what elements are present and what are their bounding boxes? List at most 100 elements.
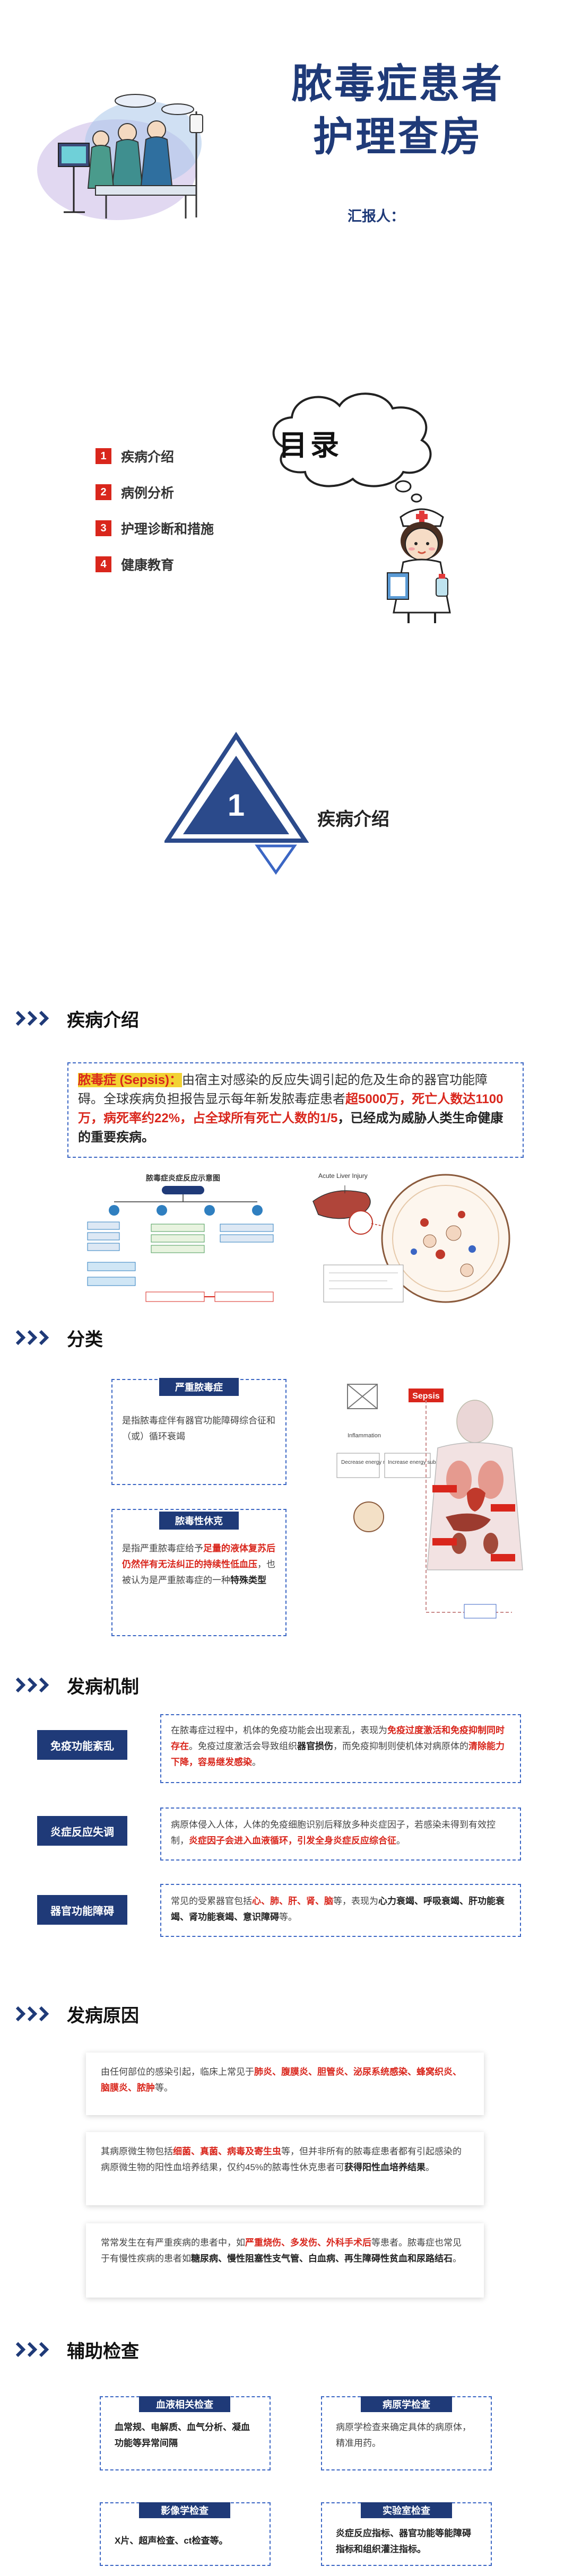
triple-chevron-icon bbox=[16, 1010, 49, 1026]
emphasis-text: 严重烧伤、多发伤、外科手术后 bbox=[245, 2238, 371, 2248]
cause-card-3: 常常发生在有严重疾病的患者中，如严重烧伤、多发伤、外科手术后等患者。脓毒症也常见… bbox=[86, 2223, 484, 2298]
liver-injury-illustration-icon: Acute Liver Injury bbox=[312, 1172, 510, 1303]
severe-sepsis-text: 是指脓毒症伴有器官功能障碍综合征和（或）循环衰竭 bbox=[122, 1413, 276, 1445]
body-text: 等，但并非所有的脓毒症患者都有引起感染的病原微生物的阳性血培养结果，仅约45%的… bbox=[101, 2146, 462, 2172]
surgical-team-icon bbox=[37, 94, 203, 220]
septic-shock-title: 脓毒性休克 bbox=[159, 1512, 239, 1530]
triple-chevron-icon bbox=[16, 1677, 49, 1693]
body-text: 等。 bbox=[155, 2083, 173, 2093]
toc-item-number: 1 bbox=[96, 448, 111, 464]
exam-text-blood: 血常规、电解质、血气分析、凝血功能等异常间隔 bbox=[115, 2422, 250, 2448]
mechanism-text-immune: 在脓毒症过程中，机体的免疫功能会出现紊乱，表现为免疫过度激活和免疫抑制同时存在。… bbox=[171, 1723, 510, 1770]
body-text: 。 bbox=[252, 1757, 261, 1767]
emphasis-text: 糖尿病、慢性阻塞性支气管、白血病、再生障碍性贫血和尿路结石 bbox=[191, 2254, 453, 2264]
toc-title: 目录 bbox=[279, 429, 342, 462]
mechanism-text-inflammation: 病原体侵入人体，人体的免疫细胞识别后释放多种炎症因子，若感染未得到有效控制，炎症… bbox=[171, 1817, 510, 1849]
cause-card-1: 由任何部位的感染引起，临床上常见于肺炎、腹膜炎、胆管炎、泌尿系统感染、蜂窝织炎、… bbox=[86, 2053, 484, 2115]
cover-title: 脓毒症患者 护理查房 bbox=[249, 57, 546, 163]
emphasis-text: 免疫过度激活和免疫抑制同时存在 bbox=[171, 1725, 505, 1751]
emphasis-text: ，已经成为威胁人类生命健康的重要疾病。 bbox=[78, 1111, 503, 1145]
svg-text:Increase energy substrates: Increase energy substrates bbox=[388, 1460, 452, 1465]
emphasis-text: 细菌、真菌、病毒及寄生虫 bbox=[173, 2146, 281, 2156]
body-text: 等，表现为 bbox=[333, 1896, 378, 1906]
emphasis-text: 心力衰竭、呼吸衰竭、肝功能衰竭、肾功能衰竭、意识障碍 bbox=[171, 1896, 505, 1922]
mechanism-text-organ: 常见的受累器官包括心、肺、肝、肾、脑等，表现为心力衰竭、呼吸衰竭、肝功能衰竭、肾… bbox=[171, 1893, 510, 1925]
mechanism-label-inflammation: 炎症反应失调 bbox=[37, 1816, 127, 1846]
emphasis-text: 心、肺、肝、肾、脑 bbox=[252, 1896, 333, 1906]
mechanism-label-immune: 免疫功能紊乱 bbox=[37, 1730, 127, 1760]
inflammation-flowchart-icon: 脓毒症炎症反应示意图 bbox=[87, 1174, 274, 1302]
cause-text-3: 常常发生在有严重疾病的患者中，如严重烧伤、多发伤、外科手术后等患者。脓毒症也常见… bbox=[101, 2235, 469, 2267]
emphasis-text: 获得阳性血培养结果 bbox=[344, 2162, 426, 2172]
body-text: 由任何部位的感染引起，临床上常见于 bbox=[101, 2067, 254, 2077]
section-heading-text: 辅助检查 bbox=[67, 2341, 139, 2362]
body-text: 其病原微生物包括 bbox=[101, 2146, 173, 2156]
toc-item-number: 4 bbox=[96, 556, 111, 572]
toc-item-number: 3 bbox=[96, 520, 111, 536]
exam-title-pathogen: 病原学检查 bbox=[361, 2396, 452, 2412]
toc-item-number: 2 bbox=[96, 484, 111, 500]
septic-shock-box: 是指严重脓毒症给予足量的液体复苏后仍然伴有无法纠正的持续性低血压，也被认为是严重… bbox=[111, 1509, 286, 1636]
section-heading-text: 发病机制 bbox=[67, 1676, 139, 1697]
septic-shock-text: 是指严重脓毒症给予足量的液体复苏后仍然伴有无法纠正的持续性低血压，也被认为是严重… bbox=[122, 1541, 279, 1588]
flowchart-title: 脓毒症炎症反应示意图 bbox=[145, 1174, 220, 1182]
definition-paragraph: 脓毒症 (Sepsis)：由宿主对感染的反应失调引起的危及生命的器官功能障碍。全… bbox=[78, 1071, 513, 1147]
cause-text-2: 其病原微生物包括细菌、真菌、病毒及寄生虫等，但并非所有的脓毒症患者都有引起感染的… bbox=[101, 2144, 469, 2176]
triple-chevron-icon bbox=[16, 1330, 49, 1346]
toc-item-label: 疾病介绍 bbox=[121, 450, 175, 465]
triple-chevron-icon bbox=[16, 2342, 49, 2357]
toc-item-2: 2 病例分析 bbox=[96, 483, 174, 502]
body-text: 病原体侵入人体，人体的免疫细胞识别后释放多种炎症因子，若感染未得到有效控制， bbox=[171, 1820, 496, 1846]
body-text: ，而免疫抑制则使机体对病原体的 bbox=[333, 1741, 468, 1751]
svg-text:Inflammation: Inflammation bbox=[348, 1433, 381, 1439]
severe-sepsis-box: 是指脓毒症伴有器官功能障碍综合征和（或）循环衰竭 bbox=[111, 1379, 286, 1485]
section-heading-text: 发病原因 bbox=[67, 2005, 139, 2026]
body-text: 是指严重脓毒症给予 bbox=[122, 1543, 203, 1553]
exam-text-pathogen: 病原学检查来确定具体的病原体，精准用药。 bbox=[336, 2422, 471, 2448]
emphasis-text: 足量的液体复苏后仍然伴有无法纠正的持续性低血压 bbox=[122, 1543, 275, 1569]
body-text: 。 bbox=[453, 2254, 462, 2264]
mechanism-box-inflammation: 病原体侵入人体，人体的免疫细胞识别后释放多种炎症因子，若感染未得到有效控制，炎症… bbox=[160, 1807, 521, 1861]
definition-box: 脓毒症 (Sepsis)：由宿主对感染的反应失调引起的危及生命的器官功能障碍。全… bbox=[67, 1062, 524, 1158]
body-text: 常常发生在有严重疾病的患者中，如 bbox=[101, 2238, 245, 2248]
cover-title-line2: 护理查房 bbox=[313, 113, 483, 160]
body-text: 由宿主对感染的反应失调引起的危及生命的器官功能障碍。全球疾病负担报告显示每年新发… bbox=[78, 1073, 488, 1106]
section-heading-cause: 发病原因 bbox=[16, 2002, 139, 2026]
toc-item-label: 病例分析 bbox=[121, 486, 175, 501]
reporter-label: 汇报人： bbox=[348, 208, 405, 224]
body-text: ，也被认为是严重脓毒症的一种 bbox=[122, 1559, 275, 1585]
exam-text-lab: 炎症反应指标、器官功能等能障碍指标和组织灌注指标。 bbox=[336, 2528, 471, 2554]
mechanism-box-immune: 在脓毒症过程中，机体的免疫功能会出现紊乱，表现为免疫过度激活和免疫抑制同时存在。… bbox=[160, 1714, 521, 1783]
emphasis-text: 炎症因子会进入血液循环，引发全身炎症反应综合征 bbox=[189, 1836, 396, 1846]
body-text: 。 bbox=[426, 2162, 435, 2172]
severe-sepsis-title: 严重脓毒症 bbox=[159, 1378, 239, 1396]
emphasis-text: 器官损伤 bbox=[297, 1741, 333, 1751]
toc-item-3: 3 护理诊断和措施 bbox=[96, 519, 214, 538]
nurse-icon bbox=[387, 508, 451, 623]
section-heading-mechanism: 发病机制 bbox=[16, 1673, 139, 1697]
toc-item-label: 健康教育 bbox=[121, 558, 175, 573]
thought-cloud-icon bbox=[272, 392, 432, 503]
body-text: 。免疫过度激活会导致组织 bbox=[189, 1741, 297, 1751]
mechanism-label-organ: 器官功能障碍 bbox=[37, 1895, 127, 1925]
emphasis-text: 清除能力下降，容易继发感染 bbox=[171, 1741, 505, 1767]
body-text: 。 bbox=[396, 1836, 405, 1846]
svg-text:Sepsis: Sepsis bbox=[412, 1392, 440, 1401]
emphasis-text: 脓毒症 (Sepsis)： bbox=[78, 1073, 183, 1087]
section-number: 1 bbox=[227, 788, 245, 823]
body-text: 等患者。脓毒症也常见于有慢性疾病的患者如 bbox=[101, 2238, 462, 2264]
body-text: 常见的受累器官包括 bbox=[171, 1896, 252, 1906]
sepsis-pathophysiology-icon: Sepsis Inflammation Decrease energy need… bbox=[336, 1384, 523, 1619]
body-text: 在脓毒症过程中，机体的免疫功能会出现紊乱，表现为 bbox=[171, 1725, 387, 1735]
toc-item-4: 4 健康教育 bbox=[96, 555, 174, 574]
body-text: 等。 bbox=[279, 1912, 297, 1922]
exam-title-blood: 血液相关检查 bbox=[139, 2396, 230, 2412]
cover-title-line1: 脓毒症患者 bbox=[292, 60, 504, 107]
triple-chevron-icon bbox=[16, 2006, 49, 2022]
cause-text-1: 由任何部位的感染引起，临床上常见于肺炎、腹膜炎、胆管炎、泌尿系统感染、蜂窝织炎、… bbox=[101, 2064, 469, 2096]
toc-item-1: 1 疾病介绍 bbox=[96, 447, 174, 466]
exam-text-imaging: X片、超声检查、ct检查等。 bbox=[115, 2536, 228, 2546]
section-heading-exam: 辅助检查 bbox=[16, 2338, 139, 2362]
section-heading-text: 疾病介绍 bbox=[67, 1010, 139, 1031]
triangle-emblem-icon bbox=[164, 731, 309, 875]
